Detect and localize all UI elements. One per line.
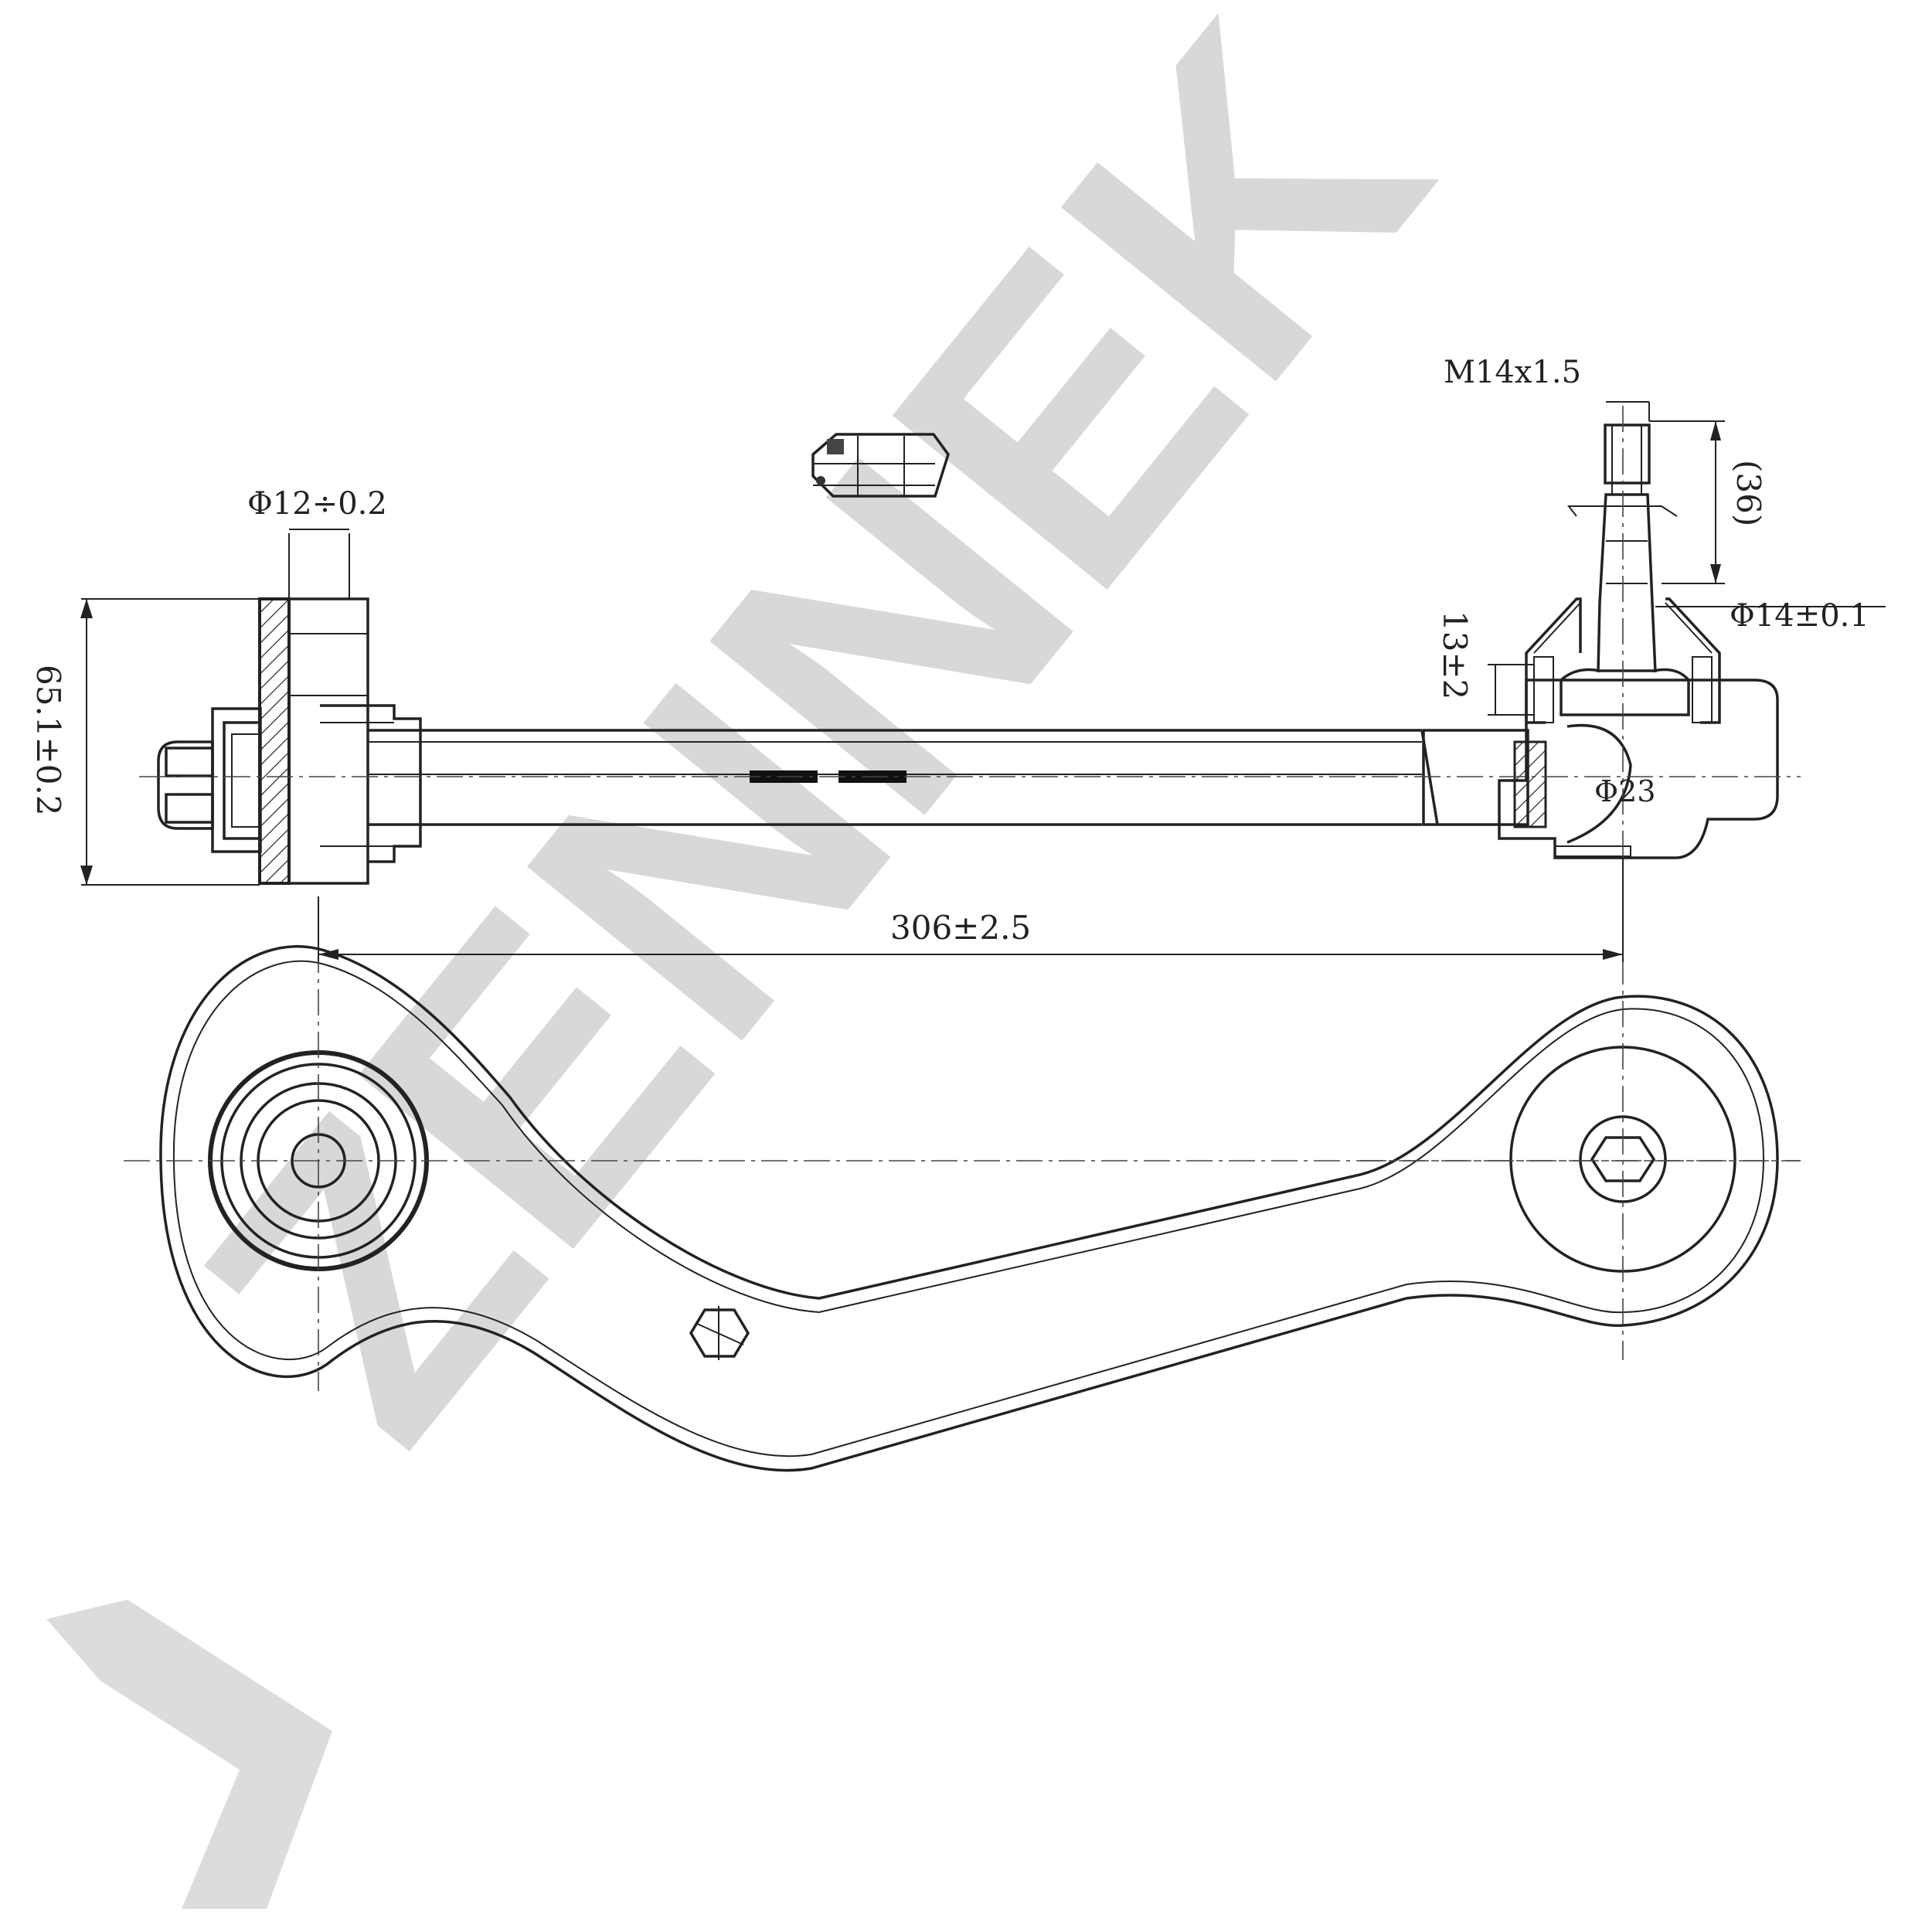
dimension-lines	[80, 401, 1886, 962]
bushing-flange	[258, 597, 291, 885]
height-dimension-label: 65.1±0.2	[29, 665, 67, 816]
dimension-labels: Φ12÷0.2 65.1±0.2 M14x1.5 (36) Φ14±0.1 13…	[29, 355, 1869, 947]
hexagon-mark-icon	[689, 1306, 750, 1360]
arm-outline-outer	[159, 945, 1779, 1472]
hex-nut-icon	[811, 433, 950, 498]
center-distance-label: 306±2.5	[890, 909, 1031, 947]
side-view	[157, 423, 1779, 885]
thread-length-label: (36)	[1730, 460, 1767, 526]
bore-dimension-label: Φ12÷0.2	[247, 486, 387, 522]
offset-dimension-label: 13±2	[1436, 611, 1474, 699]
thread-dimension-label: M14x1.5	[1444, 355, 1581, 390]
stud-diameter-label: Φ14±0.1	[1730, 598, 1869, 634]
ball-diameter-label: Φ23	[1594, 774, 1656, 808]
watermark-text: ZENNEK	[120, 0, 1509, 1515]
